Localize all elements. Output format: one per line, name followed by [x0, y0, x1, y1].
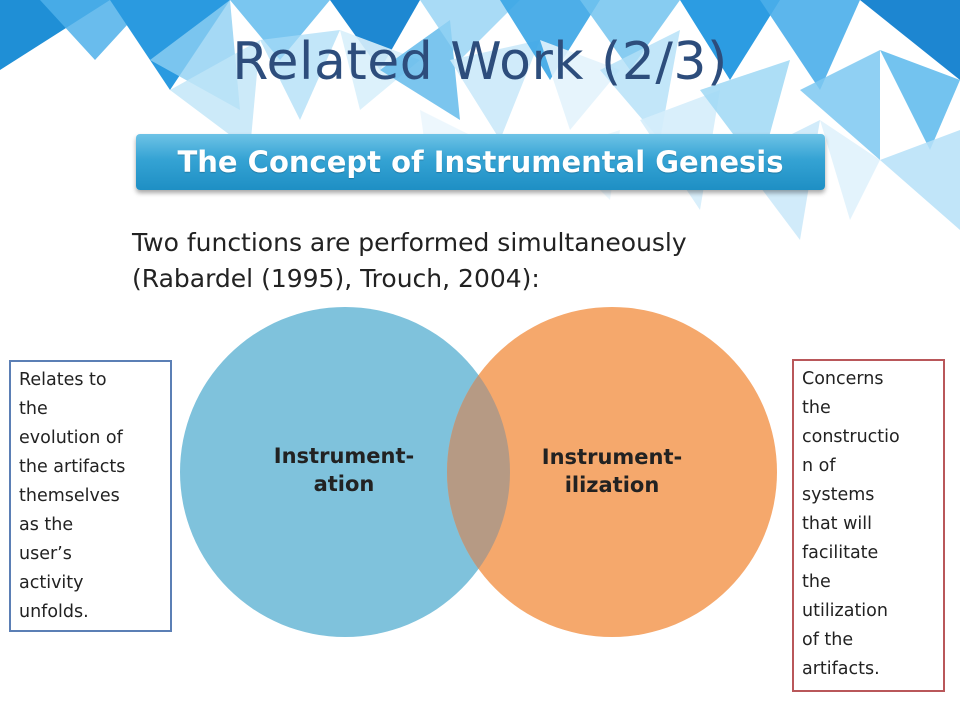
note-left-line: themselves — [19, 486, 120, 506]
note-left-line: evolution of — [19, 428, 123, 448]
instrumentalization-label-line-2: ilization — [564, 473, 660, 497]
note-right-line: the — [802, 398, 831, 418]
note-left-line: activity — [19, 573, 84, 593]
instrumentalization-label-line-1: Instrument- — [541, 445, 683, 469]
note-right-line: that will — [802, 514, 872, 534]
instrumentation-label: Instrument- ation — [244, 442, 444, 498]
intro-line-1: Two functions are performed simultaneous… — [132, 228, 687, 257]
note-right-line: n of — [802, 456, 836, 476]
note-right-line: artifacts. — [802, 659, 880, 679]
note-left-line: user’s — [19, 544, 72, 564]
note-right-line: the — [802, 572, 831, 592]
note-right-line: constructio — [802, 427, 900, 447]
instrumentation-circle — [180, 307, 510, 637]
subtitle-banner: The Concept of Instrumental Genesis — [136, 134, 825, 190]
instrumentalization-note: Concerns the constructio n of systems th… — [792, 359, 945, 692]
subtitle-text: The Concept of Instrumental Genesis — [177, 145, 784, 179]
note-left-line: as the — [19, 515, 74, 535]
slide-title: Related Work (2/3) — [232, 32, 728, 92]
note-left-line: the — [19, 399, 48, 419]
intro-line-2: (Rabardel (1995), Trouch, 2004): — [132, 264, 540, 293]
note-left-line: the artifacts — [19, 457, 126, 477]
instrumentation-label-line-1: Instrument- — [273, 444, 415, 468]
note-right-line: utilization — [802, 601, 888, 621]
intro-text: Two functions are performed simultaneous… — [132, 225, 852, 297]
instrumentation-note: Relates to the evolution of the artifact… — [9, 360, 172, 632]
note-right-line: of the — [802, 630, 854, 650]
instrumentalization-circle — [447, 307, 777, 637]
note-right-line: facilitate — [802, 543, 879, 563]
instrumentation-label-line-2: ation — [313, 472, 375, 496]
note-left-line: Relates to — [19, 370, 107, 390]
note-left-line: unfolds. — [19, 602, 89, 622]
instrumentalization-label: Instrument- ilization — [512, 443, 712, 499]
note-right-line: systems — [802, 485, 875, 505]
note-right-line: Concerns — [802, 369, 884, 389]
